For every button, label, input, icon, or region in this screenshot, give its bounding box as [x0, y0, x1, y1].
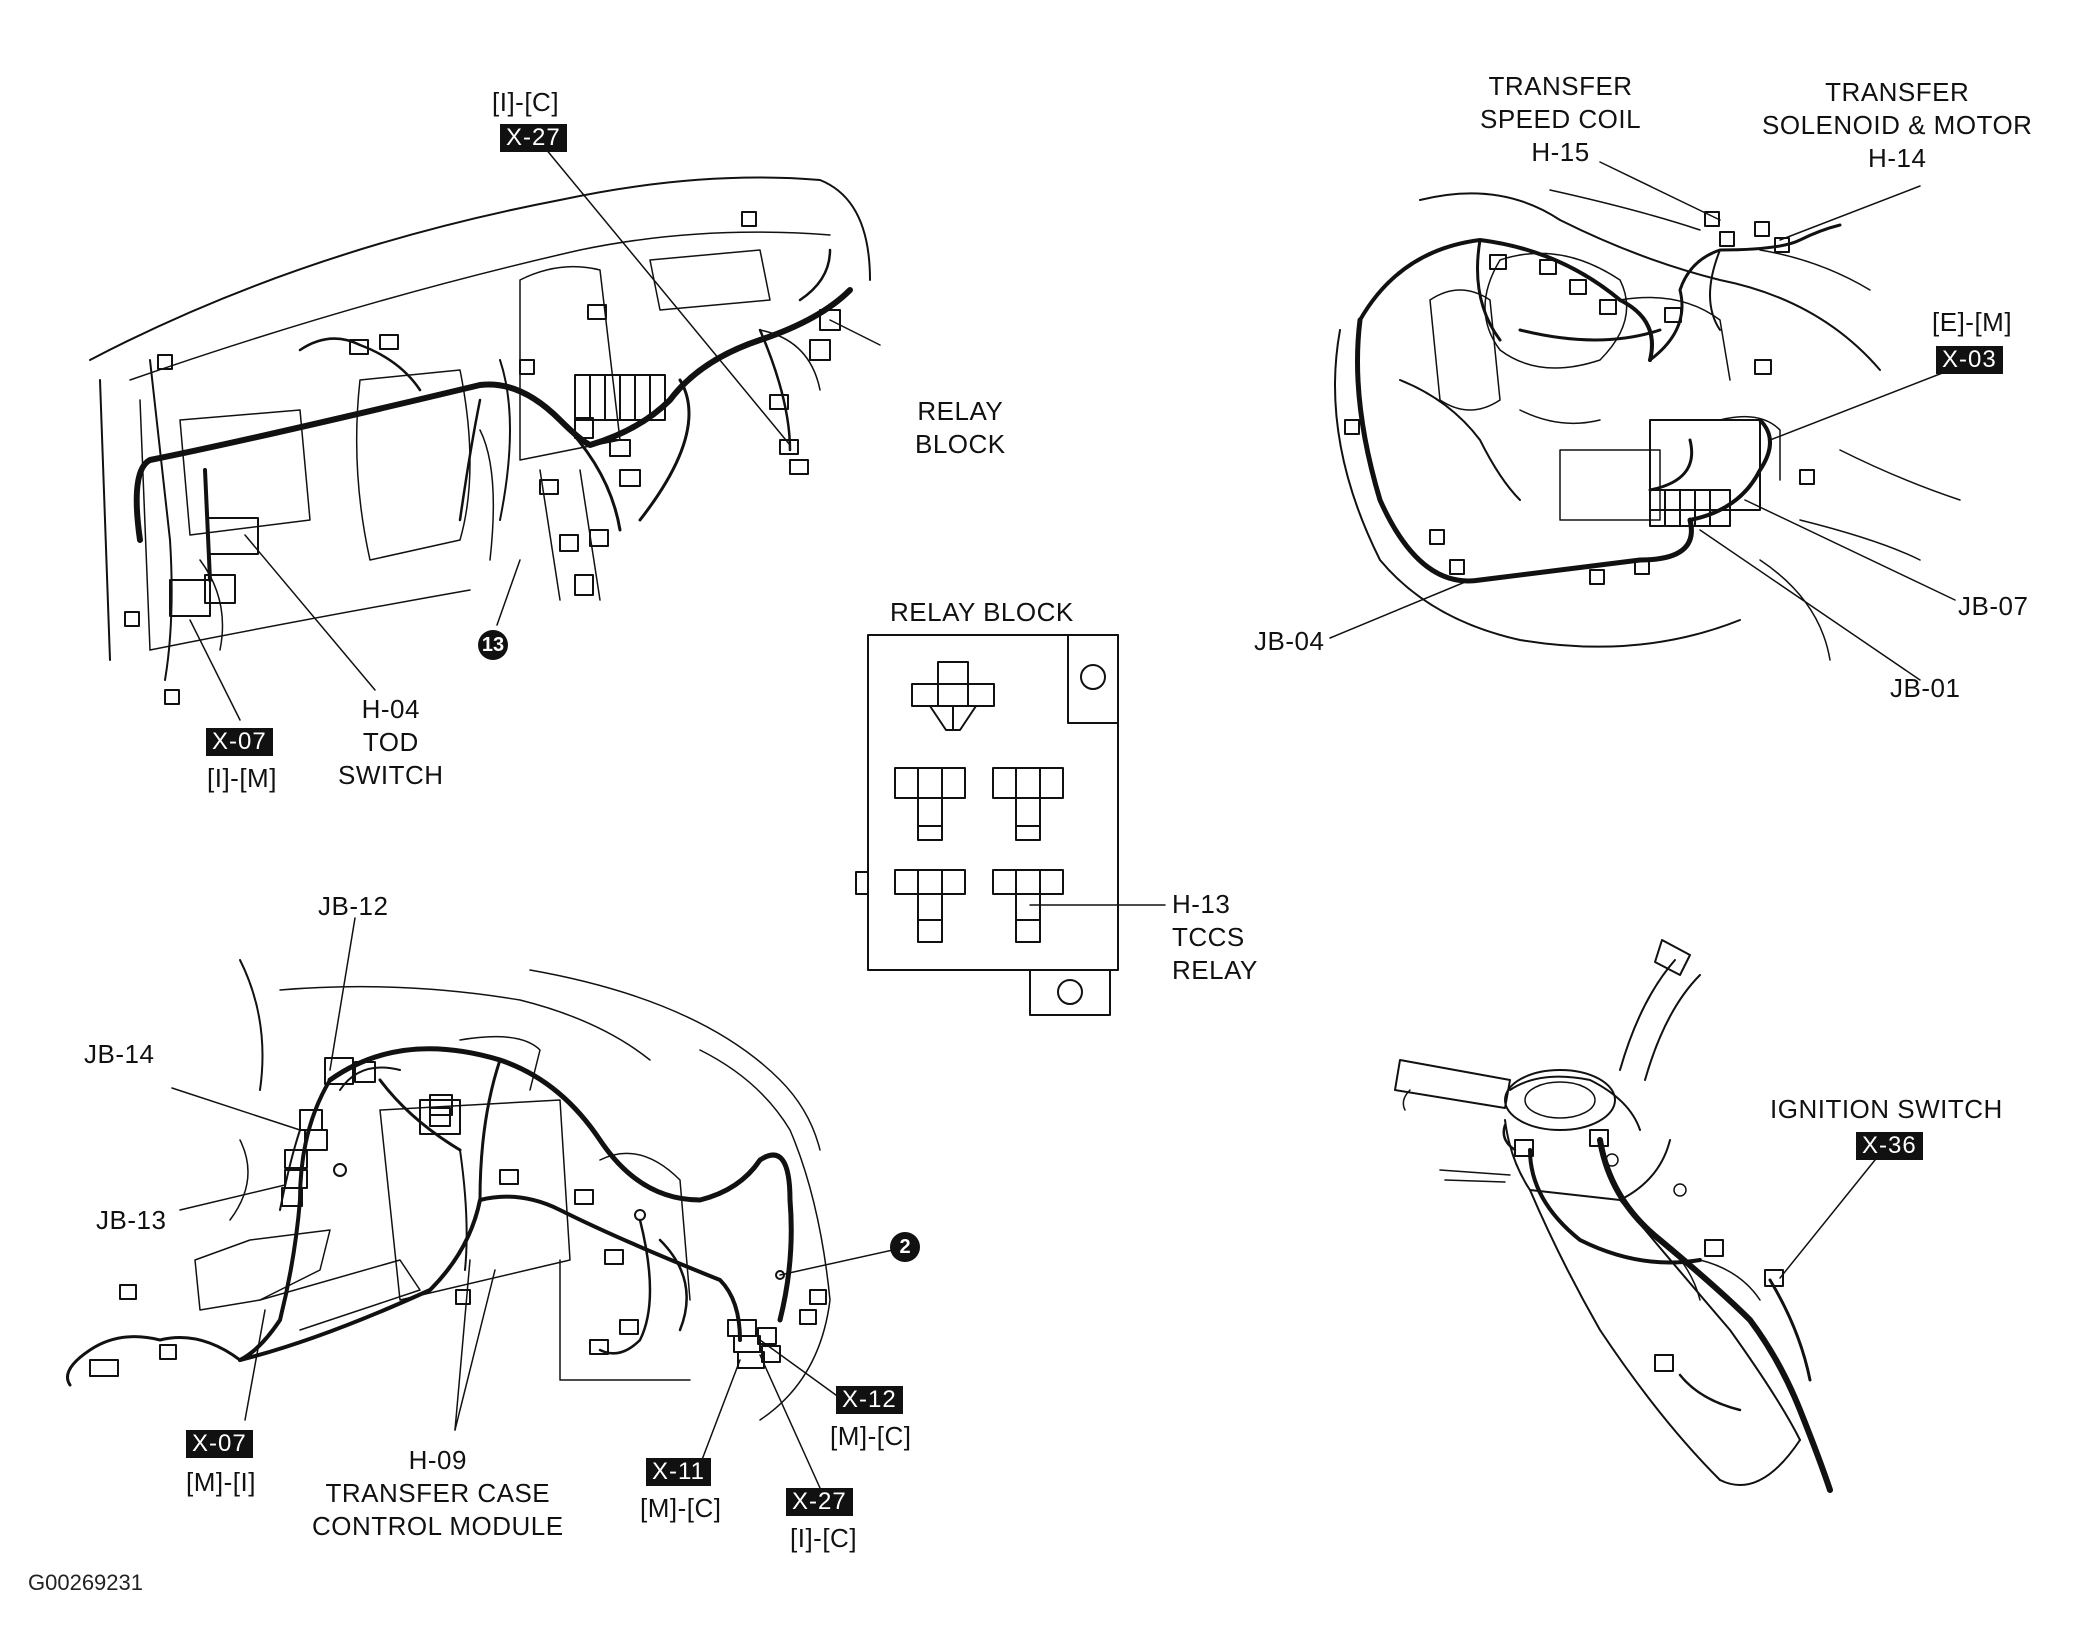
steering-column-illustration: [1394, 939, 1833, 1493]
label-jb-13: JB-13: [96, 1205, 167, 1235]
label-jb-07: JB-07: [1958, 591, 2029, 621]
label-transfer-solenoid: TRANSFER SOLENOID & MOTOR H-14: [1762, 77, 2033, 173]
tag-x27-bottom: X-27: [786, 1488, 853, 1516]
figure-code: G00269231: [28, 1570, 143, 1595]
label-ignition-switch: IGNITION SWITCH: [1770, 1094, 2003, 1124]
tag-x12: X-12: [836, 1386, 903, 1414]
label-im: [I]-[M]: [207, 763, 277, 793]
label-jb-14: JB-14: [84, 1039, 155, 1069]
tag-x27-top: X-27: [500, 124, 567, 152]
label-transfer-speed-coil: TRANSFER SPEED COIL H-15: [1480, 71, 1642, 167]
label-transfer-case-module: H-09 TRANSFER CASE CONTROL MODULE: [312, 1445, 564, 1541]
label-tccs-relay: H-13 TCCS RELAY: [1172, 889, 1258, 985]
console-illustration: [66, 959, 831, 1421]
dashboard-illustration: [89, 176, 871, 705]
callout-13: 13: [478, 630, 508, 660]
ignition-leader: [1779, 1159, 1876, 1279]
label-jb-01: JB-01: [1890, 673, 1961, 703]
callout-2: 2: [890, 1232, 920, 1262]
label-relay-block-top: RELAY BLOCK: [915, 396, 1006, 459]
label-tod-switch: H-04 TOD SWITCH: [338, 694, 444, 790]
dashboard-leaders: [189, 147, 881, 721]
engine-leaders: [1329, 161, 1956, 681]
label-mc-x11: [M]-[C]: [640, 1493, 722, 1523]
label-jb-12: JB-12: [318, 891, 389, 921]
tag-x07-top: X-07: [206, 728, 273, 756]
tag-x07-bottom: X-07: [186, 1430, 253, 1458]
tag-x11: X-11: [646, 1458, 711, 1486]
tag-x36: X-36: [1856, 1132, 1923, 1160]
label-em: [E]-[M]: [1932, 307, 2013, 337]
label-relay-block-title: RELAY BLOCK: [890, 597, 1074, 627]
label-ic-bottom: [I]-[C]: [790, 1523, 858, 1553]
label-ic-top: [I]-[C]: [492, 87, 560, 117]
relay-block-detail: [855, 634, 1166, 1016]
label-mc-x12: [M]-[C]: [830, 1421, 912, 1451]
console-leaders: [171, 917, 894, 1489]
tag-x03: X-03: [1936, 346, 2003, 374]
label-mi: [M]-[I]: [186, 1467, 256, 1497]
label-jb-04: JB-04: [1254, 626, 1325, 656]
engine-compartment-illustration: [1334, 189, 1961, 661]
